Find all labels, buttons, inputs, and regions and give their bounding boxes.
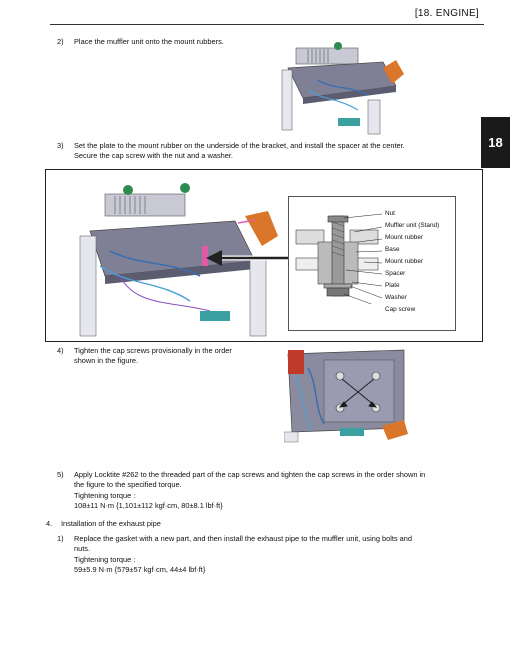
step-3-number: 3) — [57, 141, 64, 150]
callout-arrow — [206, 250, 290, 266]
step-5-torque-label: Tightening torque : — [74, 491, 136, 500]
section-header: [18. ENGINE] — [414, 8, 479, 19]
step-3-line1: Set the plate to the mount rubber on the… — [74, 141, 405, 150]
step-4-line2: shown in the figure. — [74, 356, 139, 365]
step-4-line1: Tighten the cap screws provisionally in … — [74, 346, 232, 355]
step-3-line2: Secure the cap screw with the nut and a … — [74, 151, 233, 160]
chapter-tab: 18 — [481, 117, 510, 168]
inset-label-cap-screw: Cap screw — [385, 306, 416, 313]
inset-label-spacer: Spacer — [385, 270, 406, 277]
inset-label-base: Base — [385, 246, 400, 253]
substep-1-line2: nuts. — [74, 544, 91, 553]
step-5-line2: the figure to the specified torque. — [74, 480, 182, 489]
inset-label-plate: Plate — [385, 282, 400, 289]
inset-label-washer: Washer — [385, 294, 407, 301]
step-4-number: 4) — [57, 346, 64, 355]
substep-1-torque-value: 59±5.9 N·m {579±57 kgf·cm, 44±4 lbf·ft} — [74, 565, 206, 574]
inset-label-mount-rubber-upper: Mount rubber — [385, 234, 424, 241]
substep-1-torque-label: Tightening torque : — [74, 555, 136, 564]
inset-label-muffler-unit: Muffler unit (Stand) — [385, 222, 440, 229]
step-2-number: 2) — [57, 37, 64, 46]
step-5-torque-value: 108±11 N·m {1,101±112 kgf·cm, 80±8.1 lbf… — [74, 501, 223, 510]
header-rule — [50, 24, 484, 25]
cross-section-diagram — [295, 213, 382, 304]
mount-detail-figure — [45, 169, 483, 342]
substep-1-line1: Replace the gasket with a new part, and … — [74, 534, 412, 543]
inset-label-nut: Nut — [385, 210, 395, 217]
inset-label-mount-rubber-lower: Mount rubber — [385, 258, 424, 265]
plate-install-illustration — [79, 183, 278, 337]
step-5-number: 5) — [57, 470, 64, 479]
substep-1-number: 1) — [57, 534, 64, 543]
section-4-number: 4. — [46, 519, 53, 528]
tightening-order-figure — [284, 349, 408, 443]
step-5-line1: Apply Locktite #262 to the threaded part… — [74, 470, 426, 479]
muffler-unit-figure — [281, 42, 404, 135]
section-4-title: Installation of the exhaust pipe — [61, 519, 161, 528]
step-2-text: Place the muffler unit onto the mount ru… — [74, 37, 224, 46]
